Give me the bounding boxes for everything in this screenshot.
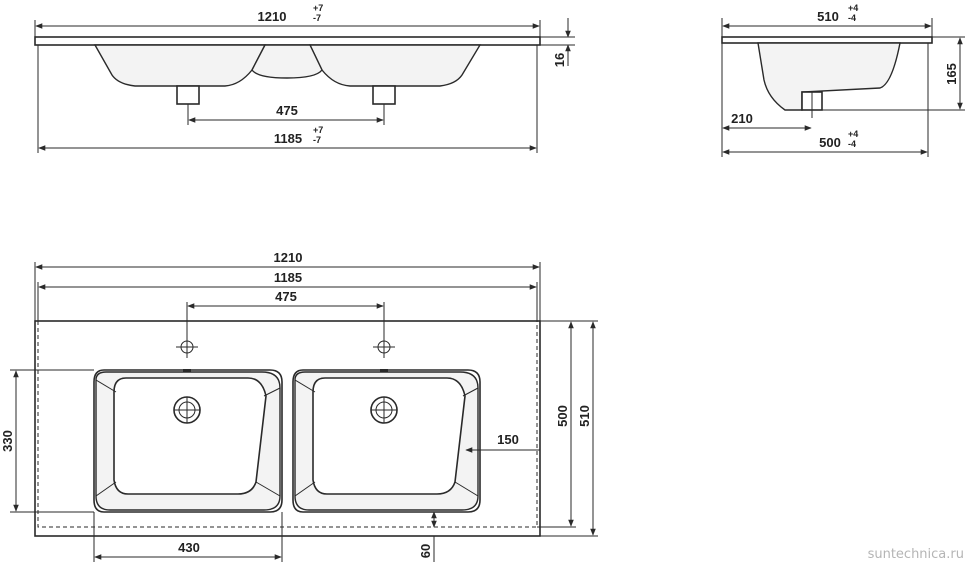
tol-front-1185-plus: +7 <box>313 125 323 135</box>
tol-front-1210-minus: -7 <box>313 13 321 23</box>
top-view: 1210 1185 475 330 430 150 500 510 <box>0 250 598 562</box>
side-view: 510 +4 -4 165 210 500 +4 -4 <box>721 3 965 157</box>
tol-side-510-minus: -4 <box>848 13 856 23</box>
dim-top-510: 510 <box>577 405 592 427</box>
tol-side-500-plus: +4 <box>848 129 858 139</box>
tol-side-510-plus: +4 <box>848 3 858 13</box>
dim-top-475: 475 <box>275 289 297 304</box>
side-bowl-profile <box>757 42 901 111</box>
dim-front-475: 475 <box>276 103 298 118</box>
dim-top-1210: 1210 <box>274 250 303 265</box>
dim-top-500: 500 <box>555 405 570 427</box>
front-drain-right <box>372 85 396 105</box>
dim-side-500: 500 <box>819 135 841 150</box>
side-countertop <box>721 36 933 44</box>
top-bowl-left <box>93 369 283 513</box>
front-bowl-right <box>308 44 482 87</box>
dim-side-210: 210 <box>731 111 753 126</box>
top-inner-outline <box>37 321 538 528</box>
top-outline <box>34 320 541 537</box>
dim-top-430: 430 <box>178 540 200 555</box>
top-bowl-right <box>292 369 481 513</box>
dim-top-150: 150 <box>497 432 519 447</box>
watermark: suntechnica.ru <box>867 547 964 562</box>
front-center-rib <box>251 44 323 79</box>
front-drain-left <box>176 85 200 105</box>
dim-front-16: 16 <box>552 53 567 67</box>
tol-front-1185-minus: -7 <box>313 135 321 145</box>
dim-front-1210: 1210 <box>258 9 287 24</box>
dim-top-330: 330 <box>0 430 15 452</box>
tol-side-500-minus: -4 <box>848 139 856 149</box>
front-bowl-left <box>93 44 267 87</box>
dim-side-165: 165 <box>944 63 959 85</box>
dim-top-60: 60 <box>418 544 433 558</box>
tol-front-1210-plus: +7 <box>313 3 323 13</box>
dim-front-1185: 1185 <box>274 131 302 146</box>
front-view: 1210 +7 -7 16 475 1185 +7 -7 <box>34 3 575 153</box>
dim-side-510: 510 <box>817 9 839 24</box>
front-countertop <box>34 36 541 46</box>
dim-top-1185: 1185 <box>274 270 302 285</box>
